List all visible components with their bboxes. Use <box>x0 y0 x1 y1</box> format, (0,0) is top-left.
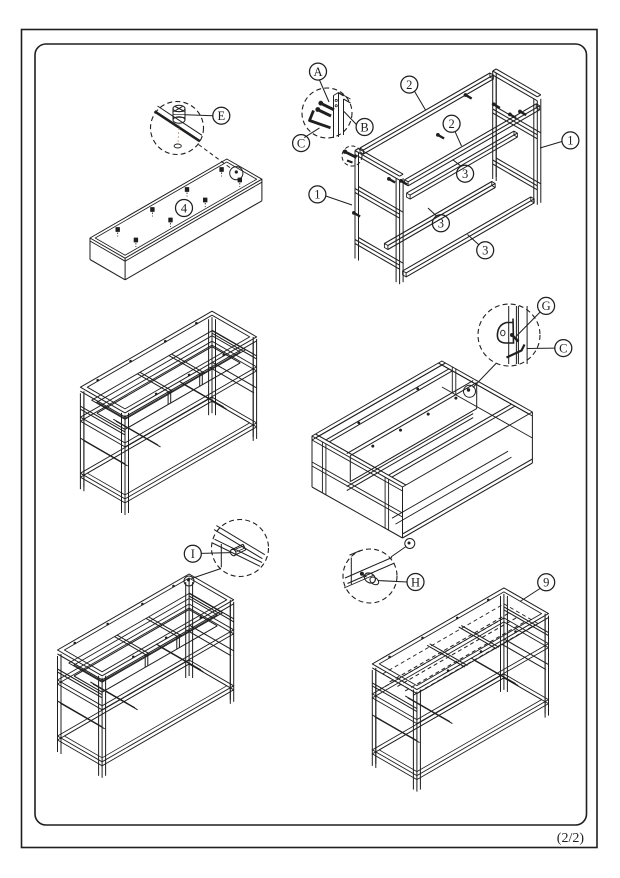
svg-text:9: 9 <box>543 576 549 590</box>
svg-text:E: E <box>217 109 225 123</box>
svg-text:1: 1 <box>314 188 320 202</box>
svg-text:A: A <box>313 65 322 79</box>
svg-text:1: 1 <box>567 134 573 148</box>
svg-text:C: C <box>559 341 567 355</box>
svg-text:3: 3 <box>438 217 444 231</box>
svg-text:4: 4 <box>181 201 188 215</box>
svg-text:3: 3 <box>462 167 468 181</box>
svg-text:2: 2 <box>406 78 412 92</box>
svg-text:I: I <box>191 547 195 561</box>
svg-text:G: G <box>542 299 551 313</box>
svg-text:H: H <box>411 575 420 589</box>
svg-text:2: 2 <box>448 117 454 131</box>
svg-text:B: B <box>360 120 368 134</box>
svg-text:C: C <box>297 136 305 150</box>
svg-text:(2/2): (2/2) <box>557 831 585 846</box>
svg-text:3: 3 <box>482 244 488 258</box>
